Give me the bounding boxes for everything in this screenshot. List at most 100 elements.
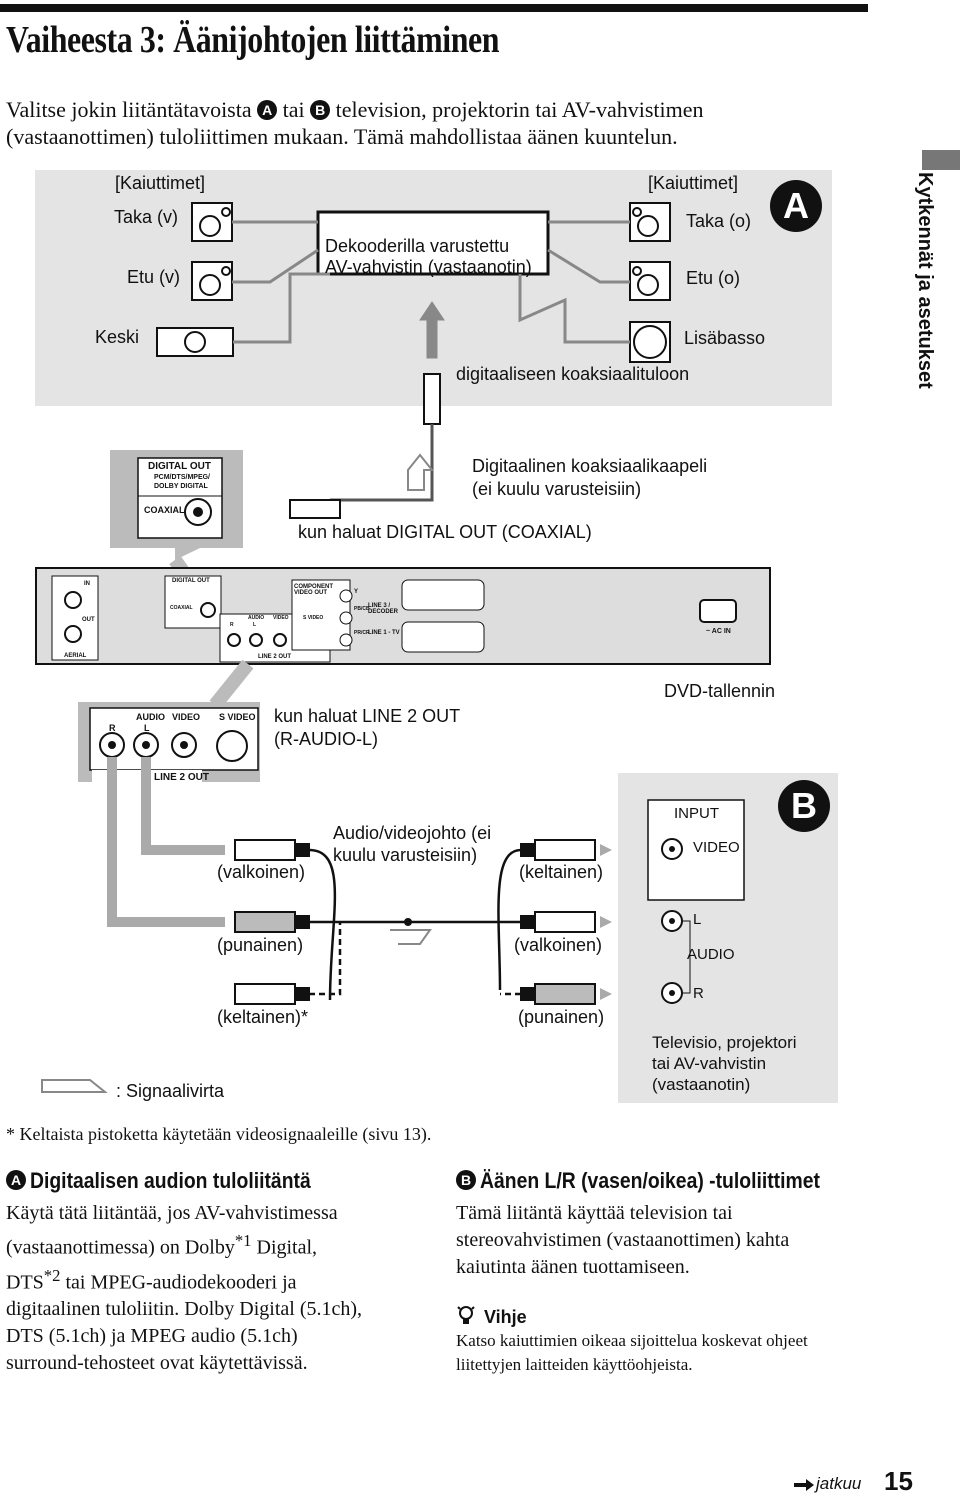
rear-line2out-label: LINE 2 OUT <box>258 654 292 660</box>
badge-a-inline: A <box>257 100 278 120</box>
digital-out-panel-label: DIGITAL OUT <box>148 461 211 472</box>
speakers-right-label: [Kaiuttimet] <box>648 173 739 193</box>
section-a-line-5: DTS (5.1ch) ja MPEG audio (5.1ch) <box>6 1325 298 1348</box>
rear-aerial-label: AERIAL <box>64 653 87 659</box>
rear-right-label: Taka (o) <box>686 211 752 231</box>
intro-text-1: Valitse jokin liitäntätavoista <box>6 97 252 122</box>
av-cable-label-2: kuulu varusteisiin) <box>333 845 478 865</box>
rear-component-label: COMPONENT VIDEO OUT <box>294 584 333 596</box>
tv-label-3: (vastaanotin) <box>652 1075 751 1094</box>
badge-b: B <box>778 780 830 832</box>
plug-yellow-1: (keltainen) <box>519 862 604 882</box>
rear-in-label: IN <box>84 581 90 587</box>
rear-audio-label: AUDIO <box>248 615 265 621</box>
coax-input-label: digitaaliseen koaksiaalituloon <box>456 364 690 384</box>
zoom-svideo-label: S VIDEO <box>219 712 256 722</box>
zoom-l-label: L <box>144 723 150 733</box>
tv-label-1: Televisio, projektori <box>652 1033 797 1052</box>
zoom-audio-label: AUDIO <box>136 712 165 722</box>
tip-line-2: liitettyjen laitteiden käyttöohjeista. <box>456 1355 693 1374</box>
center-label: Keski <box>95 327 140 347</box>
section-a-line-3: DTS*2 tai MPEG-audiodekooderi ja <box>6 1262 436 1297</box>
tv-label-2: tai AV-vahvistin <box>652 1054 767 1073</box>
rear-line1-label: LINE 1 - TV <box>368 630 400 636</box>
rear-y-label: Y <box>354 589 359 595</box>
rear-left-label: Taka (v) <box>114 207 179 227</box>
rear-line3-label: LINE 3 / DECODER <box>368 603 399 615</box>
section-a-line-4: digitaalinen tuloliitin. Dolby Digital (… <box>6 1298 363 1321</box>
panel-a <box>35 170 832 406</box>
section-a-line-2a: (vastaanottimessa) on Dolby <box>6 1236 235 1259</box>
tip-line-1: Katso kaiuttimien oikeaa sijoittelua kos… <box>456 1331 808 1350</box>
rear-coaxial-label: COAXIAL <box>170 605 193 611</box>
lightbulb-icon <box>457 1306 475 1324</box>
digital-out-note: kun haluat DIGITAL OUT (COAXIAL) <box>298 522 592 542</box>
footnote-ref-2: *2 <box>43 1265 61 1285</box>
amp-label-2: AV-vahvistin (vastaanotin) <box>325 257 532 277</box>
av-cable-label-1: Audio/videojohto (ei <box>333 823 492 843</box>
section-a-line-3a: DTS <box>6 1271 44 1294</box>
rear-ac-in-label: ~ AC IN <box>706 628 731 635</box>
coax-cable-label-1: Digitaalinen koaksiaalikaapeli <box>472 456 708 476</box>
intro-paragraph: Valitse jokin liitäntätavoista A tai B t… <box>6 96 806 150</box>
section-a-line-6: surround-tehosteet ovat käytettävissä. <box>6 1352 308 1375</box>
section-a-line-3b: tai MPEG-audiodekooderi ja <box>60 1271 297 1294</box>
rear-out-label: OUT <box>82 617 95 623</box>
rear-video-label: VIDEO <box>273 615 289 621</box>
section-a-line-2b: Digital, <box>251 1236 318 1259</box>
plug-yellow-2: (keltainen)* <box>217 1007 309 1027</box>
section-a-badge: A <box>6 1170 26 1190</box>
section-a-title: Digitaalisen audion tuloliitäntä <box>30 1168 311 1193</box>
side-tab-marker <box>922 150 960 170</box>
section-a-body: Käytä tätä liitäntää, jos AV-vahvistimes… <box>6 1200 436 1377</box>
continued-label: jatkuu <box>816 1474 862 1493</box>
front-right-label: Etu (o) <box>686 268 741 288</box>
section-b-title: Äänen L/R (vasen/oikea) -tuloliittimet <box>480 1168 820 1193</box>
signal-flow-icon <box>41 1079 108 1093</box>
section-b-badge: B <box>456 1170 476 1190</box>
intro-text-2: tai <box>282 97 305 122</box>
coax-cable-label-2: (ei kuulu varusteisiin) <box>472 479 642 499</box>
section-a-line-2: (vastaanottimessa) on Dolby*1 Digital, <box>6 1227 436 1262</box>
subwoofer-label: Lisäbasso <box>684 328 766 348</box>
section-b-line-1: Tämä liitäntä käyttää television tai <box>456 1202 733 1224</box>
tip-title: Vihje <box>484 1307 527 1327</box>
tv-r-label: R <box>693 985 704 1002</box>
plug-red-2: (punainen) <box>518 1007 605 1027</box>
zoom-video-label: VIDEO <box>172 712 201 722</box>
tv-audio-label: AUDIO <box>687 946 735 963</box>
rear-pr-label: PR/CR <box>354 630 370 636</box>
plug-red-1: (punainen) <box>217 935 304 955</box>
plug-white-2: (valkoinen) <box>514 935 603 955</box>
zoom-r-label: R <box>109 723 116 733</box>
digital-out-sub-2: DOLBY DIGITAL <box>154 483 208 490</box>
dvd-recorder-label: DVD-tallennin <box>664 681 776 701</box>
rear-digital-out-label: DIGITAL OUT <box>172 578 210 584</box>
footnote-ref-1: *1 <box>234 1231 252 1250</box>
rear-r-label: R <box>230 622 234 628</box>
av-amplifier-box <box>316 210 550 276</box>
plug-white-1: (valkoinen) <box>217 862 306 882</box>
section-b-heading: B Äänen L/R (vasen/oikea) -tuloliittimet <box>456 1168 866 1194</box>
front-left-label: Etu (v) <box>127 267 181 287</box>
line2-note-2: (R-AUDIO-L) <box>274 729 378 749</box>
intro-text-3: television, projektorin tai AV-vahvistim… <box>6 97 704 149</box>
rear-l-label: L <box>253 622 257 628</box>
tv-video-label: VIDEO <box>693 839 740 856</box>
tip-heading: Vihje <box>456 1305 527 1328</box>
arrow-right-icon <box>794 1478 814 1492</box>
section-a-line-1: Käytä tätä liitäntää, jos AV-vahvistimes… <box>6 1202 338 1224</box>
section-a-heading: A Digitaalisen audion tuloliitäntä <box>6 1168 349 1194</box>
tv-l-label: L <box>693 911 702 928</box>
digital-out-sub-1: PCM/DTS/MPEG/ <box>154 474 211 481</box>
amp-label-1: Dekooderilla varustettu <box>325 236 510 256</box>
rear-pb-label: PB/CB <box>354 606 370 612</box>
tip-body: Katso kaiuttimien oikeaa sijoittelua kos… <box>456 1329 896 1377</box>
section-b-body: Tämä liitäntä käyttää television tai ste… <box>456 1200 896 1281</box>
tv-input-label: INPUT <box>674 805 719 822</box>
top-rule <box>0 4 868 12</box>
coaxial-label: COAXIAL <box>144 505 185 515</box>
badge-a: A <box>770 180 822 232</box>
section-b-line-2: stereovahvistimen (vastaanottimen) kahta <box>456 1229 790 1251</box>
